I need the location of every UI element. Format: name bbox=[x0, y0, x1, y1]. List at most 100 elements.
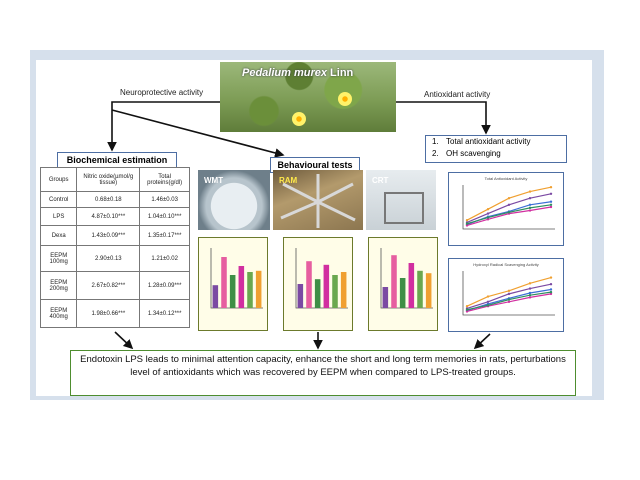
table-cell: EEPM 200mg bbox=[39, 271, 78, 300]
data-point bbox=[528, 291, 532, 295]
data-point bbox=[486, 216, 490, 219]
data-point bbox=[549, 288, 553, 291]
table-header-row: Groups Nitric oxide(µmol/g tissue) Total… bbox=[39, 167, 190, 192]
plant-photo: Pedalium murex Linn bbox=[220, 62, 396, 132]
bar bbox=[399, 278, 406, 308]
bar bbox=[340, 272, 347, 308]
table-row: Dexa 1.43±0.09*** 1.35±0.17*** bbox=[39, 225, 190, 246]
table-cell: 1.43±0.09*** bbox=[76, 225, 141, 246]
data-point bbox=[465, 224, 469, 227]
table-row: EEPM 200mg 2.67±0.82*** 1.28±0.09*** bbox=[39, 271, 190, 300]
bar bbox=[391, 255, 397, 308]
data-point bbox=[528, 203, 532, 206]
biochemical-title: Biochemical estimation bbox=[57, 152, 177, 168]
bar bbox=[247, 272, 253, 308]
ram-label: RAM bbox=[279, 176, 298, 185]
ram-photo: RAM bbox=[273, 170, 363, 230]
crt-photo: CRT bbox=[366, 170, 436, 230]
chart-axis bbox=[380, 248, 433, 309]
neuroprotective-label: Neuroprotective activity bbox=[120, 88, 204, 97]
data-point bbox=[528, 206, 532, 210]
data-point bbox=[549, 192, 553, 195]
table-row: EEPM 400mg 1.98±0.66*** 1.34±0.12*** bbox=[39, 299, 190, 328]
line-chart-total-antioxidant: Total Antioxidant Activity bbox=[448, 172, 564, 246]
bar bbox=[297, 284, 304, 308]
data-point bbox=[528, 282, 532, 285]
data-point bbox=[486, 212, 490, 215]
data-point bbox=[528, 294, 532, 297]
summary-box: Endotoxin LPS leads to minimal attention… bbox=[70, 350, 576, 396]
flower-icon bbox=[292, 112, 306, 126]
bar-chart-ram bbox=[283, 237, 353, 331]
bar bbox=[314, 279, 321, 308]
data-point bbox=[465, 305, 469, 308]
chart-title: Hydroxyl Radical Scavenging Activity bbox=[473, 262, 539, 267]
data-point bbox=[549, 292, 553, 296]
table-cell: EEPM 100mg bbox=[39, 245, 78, 272]
bar bbox=[425, 273, 432, 308]
bar bbox=[382, 287, 389, 308]
data-point bbox=[549, 290, 553, 294]
data-point bbox=[549, 200, 553, 203]
plant-author: Linn bbox=[330, 67, 354, 79]
data-point bbox=[486, 208, 490, 211]
table-cell: LPS bbox=[39, 207, 78, 226]
data-point bbox=[549, 186, 553, 189]
data-point bbox=[465, 222, 469, 225]
plant-title: Pedalium murex Linn bbox=[242, 67, 353, 79]
conditioning-chamber-icon bbox=[384, 192, 424, 224]
table-cell: Control bbox=[39, 191, 78, 208]
chart-title: Total Antioxidant Activity bbox=[484, 176, 528, 181]
table-cell: EEPM 400mg bbox=[39, 299, 78, 328]
bar-chart-crt bbox=[368, 237, 438, 331]
data-point bbox=[507, 298, 511, 301]
chart-axis bbox=[462, 185, 555, 230]
table-cell: Dexa bbox=[39, 225, 78, 246]
wmt-photo: WMT bbox=[198, 170, 270, 230]
bar bbox=[221, 257, 227, 308]
crt-label: CRT bbox=[372, 176, 389, 185]
antioxidant-list: 1.Total antioxidant activity 2.OH scaven… bbox=[425, 135, 567, 163]
table-cell: 1.34±0.12*** bbox=[139, 299, 190, 328]
bar bbox=[323, 264, 330, 308]
data-point bbox=[507, 203, 511, 206]
bar bbox=[332, 275, 338, 308]
data-point bbox=[507, 197, 511, 200]
table-row: EEPM 100mg 2.90±0.13 1.21±0.02 bbox=[39, 245, 190, 272]
table-header: Nitric oxide(µmol/g tissue) bbox=[76, 167, 141, 192]
table-cell: 1.04±0.10*** bbox=[139, 207, 190, 226]
data-point bbox=[507, 300, 511, 303]
data-point bbox=[465, 219, 469, 222]
data-point bbox=[507, 211, 511, 214]
data-point bbox=[507, 289, 511, 292]
chart-axis bbox=[210, 248, 263, 309]
table-row: Control 0.68±0.18 1.46±0.03 bbox=[39, 191, 190, 208]
bar bbox=[238, 266, 245, 308]
bar bbox=[255, 270, 262, 308]
table-cell: 1.98±0.66*** bbox=[76, 299, 141, 328]
data-point bbox=[528, 209, 532, 212]
line-chart-oh-scavenging: Hydroxyl Radical Scavenging Activity bbox=[448, 258, 564, 332]
data-point bbox=[486, 218, 490, 221]
biochemical-table: Groups Nitric oxide(µmol/g tissue) Total… bbox=[39, 167, 190, 328]
data-point bbox=[528, 296, 532, 299]
data-point bbox=[507, 292, 511, 296]
table-cell: 0.68±0.18 bbox=[76, 191, 141, 208]
bar-chart-wmt bbox=[198, 237, 268, 331]
wmt-label: WMT bbox=[204, 176, 224, 185]
data-point bbox=[549, 276, 553, 279]
radial-arm-maze-icon bbox=[280, 174, 356, 228]
data-point bbox=[528, 197, 532, 200]
table-cell: 2.90±0.13 bbox=[76, 245, 141, 272]
bar bbox=[229, 275, 236, 308]
table-cell: 1.28±0.09*** bbox=[139, 271, 190, 300]
data-point bbox=[465, 308, 469, 311]
bar bbox=[408, 263, 415, 308]
data-point bbox=[486, 300, 490, 303]
data-point bbox=[465, 310, 469, 313]
table-header: Groups bbox=[39, 167, 78, 192]
table-cell: 1.35±0.17*** bbox=[139, 225, 190, 246]
table-row: LPS 4.87±0.10*** 1.04±0.10*** bbox=[39, 207, 190, 226]
table-cell: 1.46±0.03 bbox=[139, 191, 190, 208]
bar bbox=[212, 285, 219, 308]
